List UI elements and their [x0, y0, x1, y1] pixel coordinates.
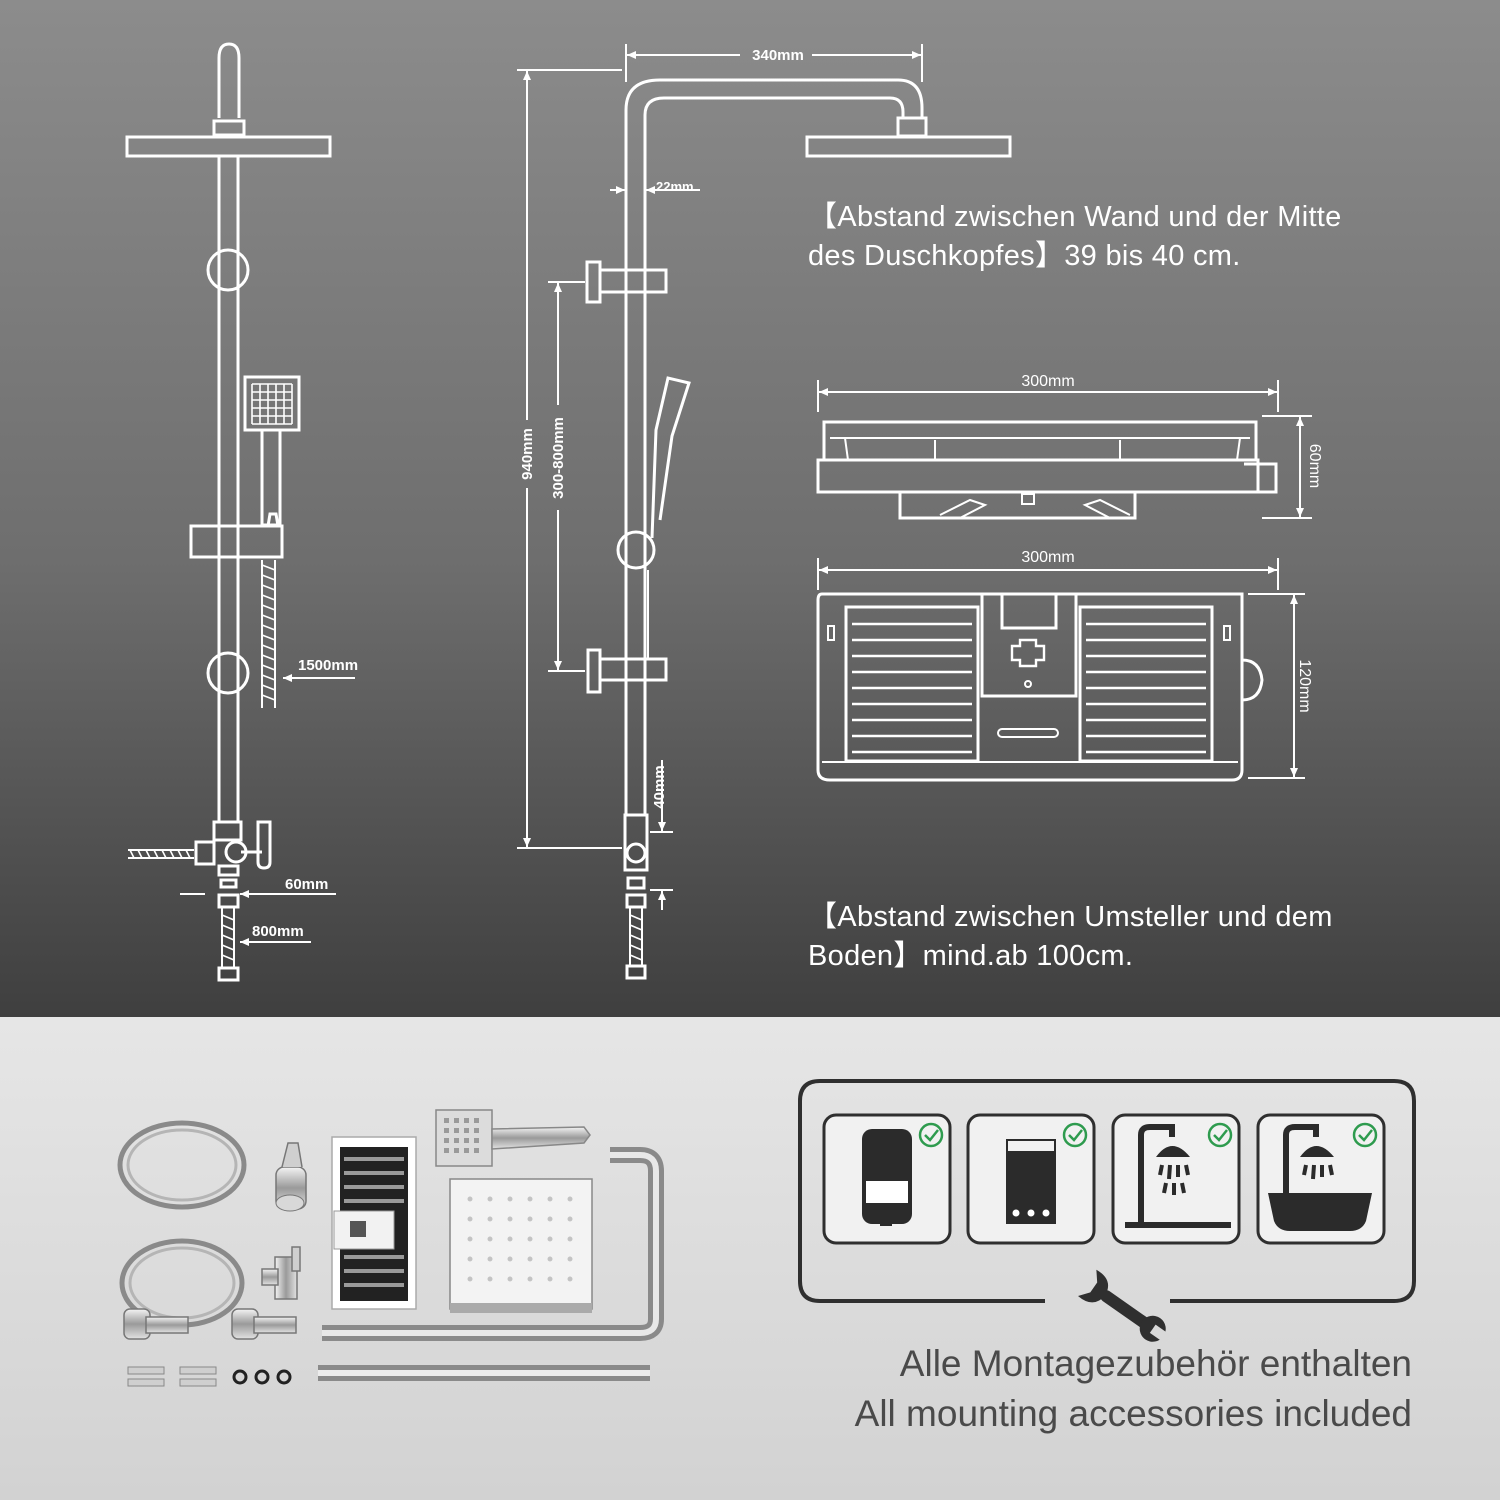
wall-distance-line-1: 【Abstand zwischen Wand und der Mitte: [808, 201, 1342, 233]
side-view-shower-column: [585, 78, 1012, 980]
dimension-diagram-panel: 1500mm 60mm 800mm: [0, 0, 1500, 1017]
hose-coil-icon: [117, 1120, 247, 1328]
floor-distance-line-2: Boden】mind.ab 100cm.: [808, 940, 1134, 972]
check-icon: [918, 1122, 944, 1148]
water-heater-icon: [862, 1129, 912, 1224]
boiler-card: [966, 1113, 1096, 1245]
shelf-top-dimensions: [817, 558, 1305, 779]
shelf-product-icon: [331, 1136, 417, 1310]
wall-distance-line-2: des Duschkopfes】39 bis 40 cm.: [808, 240, 1241, 272]
dimension-drawing: 1500mm 60mm 800mm: [125, 42, 1323, 982]
shelf-top-width-label: 300mm: [1021, 549, 1074, 566]
front-view-dimensions: [180, 674, 355, 946]
compatibility-box: [798, 1079, 1416, 1303]
wall-distance-note: 【Abstand zwischen Wand und der Mitte des…: [808, 198, 1342, 276]
wall-shower-card: [1111, 1113, 1241, 1245]
slider-holder-icon: [275, 1142, 307, 1212]
rain-shower-head-icon: [449, 1178, 593, 1313]
check-icon: [1062, 1122, 1088, 1148]
tagline-english: All mounting accessories included: [854, 1393, 1412, 1434]
front-view-shower-column: [125, 42, 332, 982]
screws-washers-icon: [127, 1366, 292, 1387]
water-heater-card: [822, 1113, 952, 1245]
arm-reach-label: 340mm: [752, 47, 804, 64]
diverter-offset-label: 60mm: [285, 876, 328, 893]
wall-bracket-icon: [123, 1308, 297, 1340]
wall-shower-icon: [1125, 1124, 1231, 1228]
hose-length-label: 1500mm: [298, 657, 358, 674]
adjust-range-label: 300-800mm: [550, 417, 567, 499]
wrench-icon: [1078, 1269, 1171, 1344]
bottom-offset-label: 40mm: [651, 765, 668, 808]
shelf-side-height-label: 60mm: [1306, 444, 1323, 488]
pipe-diameter-label: 22mm: [656, 179, 694, 194]
bathtub-shower-icon: [1268, 1124, 1372, 1231]
accessories-drawing: [117, 1079, 1416, 1387]
hand-shower-icon: [435, 1109, 591, 1167]
tagline-german: Alle Montagezubehör enthalten: [899, 1343, 1412, 1384]
accessories-panel: Alle Montagezubehör enthalten All mounti…: [0, 1017, 1500, 1500]
diverter-icon: [261, 1246, 301, 1300]
shower-arm-pipe-icon: [318, 1147, 664, 1381]
check-icon: [1352, 1122, 1378, 1148]
shelf-side-width-label: 300mm: [1021, 373, 1074, 390]
floor-distance-line-1: 【Abstand zwischen Umsteller und dem: [808, 901, 1333, 933]
shelf-side-dimensions: [817, 380, 1312, 519]
floor-distance-note: 【Abstand zwischen Umsteller und dem Bode…: [808, 898, 1333, 976]
shelf-top-depth-label: 120mm: [1296, 659, 1313, 712]
supply-hose-label: 800mm: [252, 923, 304, 940]
total-height-label: 940mm: [519, 428, 536, 480]
shelf-top-view: [816, 592, 1264, 782]
side-view-dimensions: [517, 44, 923, 910]
bathtub-shower-card: [1256, 1113, 1386, 1245]
shelf-side-view: [816, 420, 1278, 520]
check-icon: [1207, 1122, 1233, 1148]
